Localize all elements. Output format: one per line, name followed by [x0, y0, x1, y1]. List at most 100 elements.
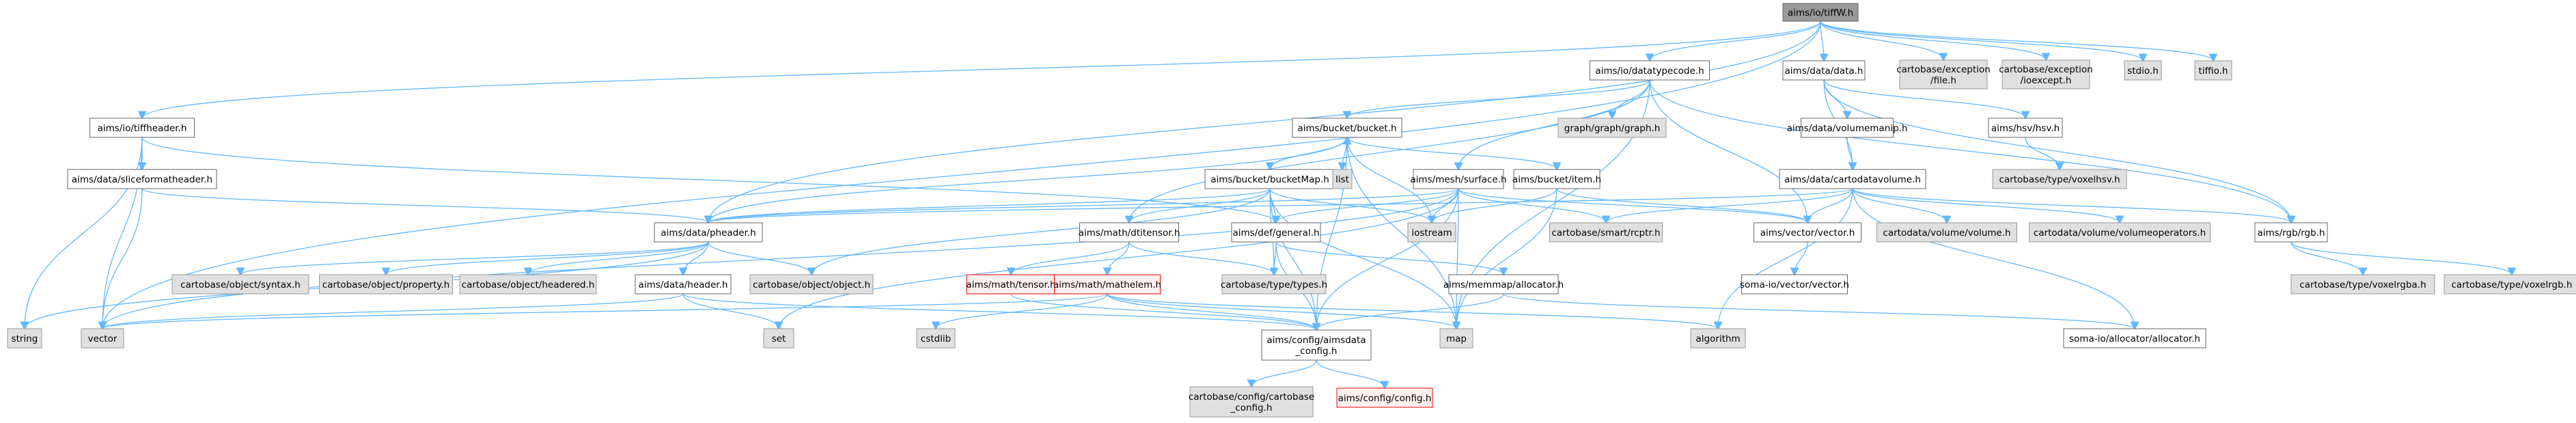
node-syntax: cartobase/object/syntax.h — [171, 274, 309, 295]
node-box — [1988, 118, 2063, 138]
node-stdio: stdio.h — [2124, 60, 2162, 81]
edge-bucket-to-map — [1346, 137, 1456, 329]
edge-cartodatavolume-to-pheader — [708, 188, 1853, 223]
node-label: cartobase/type/voxelrgb.h — [2452, 279, 2573, 290]
node-voxelhsv: cartobase/type/voxelhsv.h — [1992, 169, 2127, 189]
node-label: /file.h — [1930, 75, 1956, 86]
edge-rgb-to-voxelrgba — [2290, 241, 2363, 275]
edge-header-to-set — [682, 293, 779, 329]
node-label: aims/bucket/bucket.h — [1297, 123, 1396, 134]
node-label: cartodata/volume/volume.h — [1883, 228, 2010, 238]
node-label: cartobase/smart/rcptr.h — [1551, 228, 1660, 238]
node-label: map — [1446, 333, 1467, 344]
edge-pheader-to-object — [708, 241, 812, 275]
node-volumemanip[interactable]: aims/data/volumemanip.h — [1787, 118, 1908, 138]
node-box — [1439, 328, 1473, 349]
node-box — [1407, 222, 1456, 243]
edge-datah-to-volumemanip — [1823, 79, 1847, 118]
node-bucketMap[interactable]: aims/bucket/bucketMap.h — [1204, 169, 1335, 189]
node-box — [1332, 169, 1353, 189]
node-label: cartobase/exception — [1896, 64, 1991, 75]
node-tiffW[interactable]: aims/io/tiffW.h — [1782, 3, 1859, 22]
node-somavector[interactable]: soma-io/vector/vector.h — [1740, 274, 1849, 295]
node-sliceformat[interactable]: aims/data/sliceformatheader.h — [67, 169, 217, 189]
node-box — [635, 274, 732, 295]
node-header[interactable]: aims/data/header.h — [635, 274, 732, 295]
node-cartodatavolume[interactable]: aims/data/cartodatavolume.h — [1779, 169, 1926, 189]
node-iostream: iostream — [1407, 222, 1456, 243]
edge-general-to-memmap — [1275, 241, 1504, 275]
node-label: tiffio.h — [2199, 66, 2228, 77]
node-label: aims/def/general.h — [1232, 228, 1319, 238]
edge-datatypecode-to-dtitensor — [1129, 79, 1650, 223]
node-label: aims/data/volumemanip.h — [1787, 123, 1908, 134]
edge-tiffW-to-exc_io — [1820, 21, 2046, 60]
node-label: cstdlib — [921, 333, 951, 344]
node-box — [67, 169, 217, 189]
edge-cartodatavolume-to-somaalloc — [1852, 188, 2135, 329]
node-box — [1413, 169, 1504, 189]
node-label: aims/data/pheader.h — [661, 228, 756, 238]
edge-pheader-to-syntax — [240, 241, 709, 275]
node-box — [1779, 169, 1926, 189]
edge-general-to-types — [1274, 241, 1276, 275]
node-label: aims/data/cartodatavolume.h — [1784, 174, 1921, 185]
node-dtitensor[interactable]: aims/math/dtitensor.h — [1079, 222, 1180, 243]
node-label: _config.h — [1295, 346, 1338, 357]
node-tiffio: tiffio.h — [2194, 60, 2232, 81]
node-label: aims/io/tiffW.h — [1788, 8, 1853, 18]
node-vectorh[interactable]: aims/vector/vector.h — [1754, 222, 1861, 243]
edge-surface-to-set — [779, 188, 1459, 329]
node-box — [7, 328, 42, 349]
node-types: cartobase/type/types.h — [1221, 274, 1327, 295]
node-general[interactable]: aims/def/general.h — [1231, 222, 1321, 243]
edge-header-to-aimsdataconfig — [682, 293, 1316, 330]
node-label: cartobase/type/voxelhsv.h — [1999, 174, 2120, 185]
node-label: cartodata/volume/volumeoperators.h — [2034, 228, 2206, 238]
node-label: aims/data/header.h — [639, 279, 728, 290]
edge-pheader-to-header — [683, 241, 709, 275]
node-label: aims/io/datatypecode.h — [1595, 66, 1704, 77]
node-box — [1054, 274, 1161, 295]
node-box — [1079, 222, 1179, 243]
node-memmap[interactable]: aims/memmap/allocator.h — [1443, 274, 1564, 295]
node-bucket[interactable]: aims/bucket/bucket.h — [1292, 118, 1402, 138]
node-label: set — [772, 333, 786, 344]
node-datatypecode[interactable]: aims/io/datatypecode.h — [1590, 60, 1710, 81]
node-label: list — [1335, 174, 1349, 185]
node-box — [966, 274, 1056, 295]
edge-bucketMap-to-object — [812, 188, 1271, 275]
edge-memmap-to-aimsdataconfig — [1316, 293, 1504, 330]
node-label: iostream — [1411, 228, 1452, 238]
node-datah[interactable]: aims/data/data.h — [1782, 60, 1866, 81]
node-surface[interactable]: aims/mesh/surface.h — [1410, 169, 1507, 189]
node-item[interactable]: aims/bucket/item.h — [1512, 169, 1601, 189]
node-configh[interactable]: aims/config/config.h — [1336, 387, 1433, 408]
node-label: cartobase/object/object.h — [753, 279, 870, 290]
edge-cartodatavolume-to-rgb — [1852, 188, 2291, 223]
node-aimsdataconfig[interactable]: aims/config/aimsdata_config.h — [1261, 329, 1372, 361]
node-box — [319, 274, 453, 295]
node-tiffheader[interactable]: aims/io/tiffheader.h — [89, 118, 195, 138]
node-somaalloc[interactable]: soma-io/allocator/allocator.h — [2063, 328, 2206, 349]
node-pheader[interactable]: aims/data/pheader.h — [654, 222, 763, 243]
node-label: _config.h — [1230, 402, 1273, 413]
edge-mathelem-to-vector — [102, 293, 1108, 329]
edge-bucket-to-item — [1346, 137, 1557, 169]
node-box — [171, 274, 309, 295]
node-box — [1549, 222, 1663, 243]
edge-cartodatavolume-to-cd_volops — [1852, 188, 2120, 223]
node-label: aims/bucket/bucketMap.h — [1210, 174, 1329, 185]
edge-item-to-iostream — [1432, 188, 1557, 223]
node-mathelem[interactable]: aims/math/mathelem.h — [1053, 274, 1161, 295]
edge-surface-to-general — [1276, 188, 1459, 223]
node-hsv[interactable]: aims/hsv/hsv.h — [1988, 118, 2063, 138]
node-label: aims/config/config.h — [1338, 393, 1432, 404]
edge-header-to-vector — [102, 293, 684, 329]
edge-tiffW-to-tiffheader — [142, 21, 1821, 118]
node-label: aims/config/aimsdata — [1266, 335, 1366, 346]
node-tensor[interactable]: aims/math/tensor.h — [966, 274, 1056, 295]
node-rgb[interactable]: aims/rgb/rgb.h — [2254, 222, 2328, 243]
node-box — [1801, 118, 1894, 138]
node-box — [1513, 169, 1601, 189]
